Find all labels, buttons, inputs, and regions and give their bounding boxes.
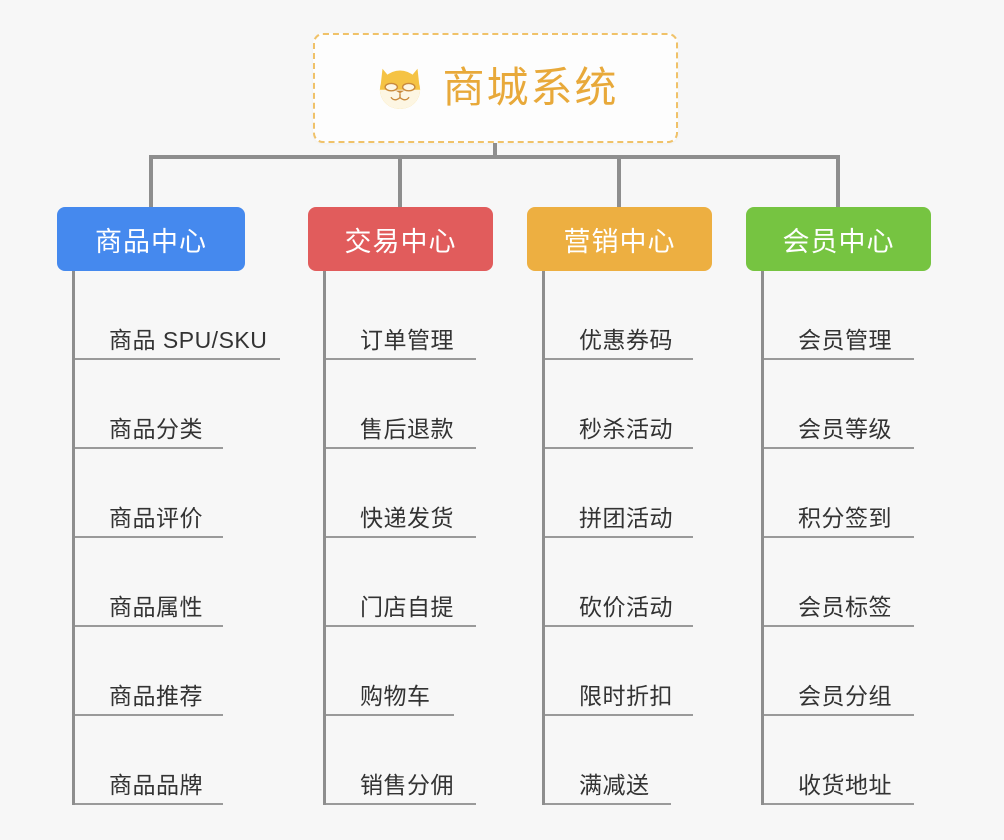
branch-drop-1 bbox=[398, 155, 402, 207]
leaf-underline bbox=[75, 625, 223, 627]
leaf-label: 会员分组 bbox=[798, 683, 892, 710]
leaf-underline bbox=[764, 803, 914, 805]
leaf-underline bbox=[326, 358, 476, 360]
leaf-node[interactable]: 秒杀活动 bbox=[545, 360, 703, 449]
leaf-node[interactable]: 收货地址 bbox=[764, 716, 924, 805]
leaf-label: 销售分佣 bbox=[360, 772, 454, 799]
distribution-bar bbox=[149, 155, 840, 159]
leaf-node[interactable]: 限时折扣 bbox=[545, 627, 703, 716]
category-label: 会员中心 bbox=[782, 226, 895, 257]
leaf-underline bbox=[75, 447, 223, 449]
category-label: 商品中心 bbox=[95, 226, 207, 257]
leaf-node[interactable]: 商品属性 bbox=[75, 538, 233, 627]
leaf-underline bbox=[545, 803, 671, 805]
category-node-4[interactable]: 会员中心 bbox=[746, 207, 931, 271]
leaf-underline bbox=[545, 358, 693, 360]
category-label: 营销中心 bbox=[563, 226, 676, 257]
category-node-1[interactable]: 商品中心 bbox=[57, 207, 245, 271]
leaf-underline bbox=[764, 625, 914, 627]
leaf-node[interactable]: 会员标签 bbox=[764, 538, 924, 627]
leaf-node[interactable]: 商品分类 bbox=[75, 360, 233, 449]
leaf-underline bbox=[326, 714, 454, 716]
leaf-underline bbox=[326, 536, 476, 538]
dog-face-icon bbox=[372, 60, 428, 116]
leaf-underline bbox=[545, 447, 693, 449]
leaf-label: 商品推荐 bbox=[109, 683, 203, 710]
leaf-label: 商品品牌 bbox=[109, 772, 203, 799]
leaf-label: 会员管理 bbox=[798, 327, 892, 354]
leaf-node[interactable]: 优惠券码 bbox=[545, 271, 703, 360]
leaf-node[interactable]: 商品推荐 bbox=[75, 627, 233, 716]
leaf-label: 商品 SPU/SKU bbox=[109, 327, 268, 354]
category-label: 交易中心 bbox=[344, 226, 457, 257]
leaf-underline bbox=[764, 714, 914, 716]
leaf-underline bbox=[326, 803, 476, 805]
leaf-label: 会员等级 bbox=[798, 416, 892, 443]
leaf-underline bbox=[75, 803, 223, 805]
leaf-label: 限时折扣 bbox=[579, 683, 673, 710]
leaf-node[interactable]: 满减送 bbox=[545, 716, 681, 805]
leaf-node[interactable]: 商品评价 bbox=[75, 449, 233, 538]
leaf-underline bbox=[75, 714, 223, 716]
leaf-spine bbox=[72, 271, 75, 805]
leaf-spine bbox=[323, 271, 326, 805]
branch-drop-2 bbox=[617, 155, 621, 207]
leaf-underline bbox=[75, 536, 223, 538]
leaf-underline bbox=[545, 625, 693, 627]
category-node-3[interactable]: 营销中心 bbox=[527, 207, 712, 271]
leaf-node[interactable]: 快递发货 bbox=[326, 449, 486, 538]
leaf-node[interactable]: 会员管理 bbox=[764, 271, 924, 360]
leaf-underline bbox=[545, 536, 693, 538]
leaf-node[interactable]: 砍价活动 bbox=[545, 538, 703, 627]
root-stem bbox=[493, 143, 497, 159]
root-node[interactable]: 商城系统 bbox=[313, 33, 678, 143]
leaf-label: 快递发货 bbox=[360, 505, 454, 532]
leaf-label: 商品分类 bbox=[109, 416, 203, 443]
leaf-node[interactable]: 订单管理 bbox=[326, 271, 486, 360]
leaf-label: 商品评价 bbox=[109, 505, 203, 532]
leaf-node[interactable]: 积分签到 bbox=[764, 449, 924, 538]
leaf-label: 秒杀活动 bbox=[579, 416, 673, 443]
leaf-label: 拼团活动 bbox=[579, 505, 673, 532]
leaf-label: 购物车 bbox=[360, 683, 431, 710]
leaf-node[interactable]: 售后退款 bbox=[326, 360, 486, 449]
leaf-label: 优惠券码 bbox=[579, 327, 673, 354]
category-node-2[interactable]: 交易中心 bbox=[308, 207, 493, 271]
leaf-node[interactable]: 商品品牌 bbox=[75, 716, 233, 805]
leaf-underline bbox=[326, 625, 476, 627]
leaf-node[interactable]: 销售分佣 bbox=[326, 716, 486, 805]
leaf-underline bbox=[545, 714, 693, 716]
leaf-label: 门店自提 bbox=[360, 594, 454, 621]
leaf-underline bbox=[326, 447, 476, 449]
leaf-underline bbox=[764, 536, 914, 538]
leaf-node[interactable]: 门店自提 bbox=[326, 538, 486, 627]
leaf-label: 满减送 bbox=[579, 772, 650, 799]
leaf-label: 收货地址 bbox=[798, 772, 892, 799]
leaf-label: 砍价活动 bbox=[579, 594, 673, 621]
leaf-label: 积分签到 bbox=[798, 505, 892, 532]
leaf-underline bbox=[764, 447, 914, 449]
leaf-label: 商品属性 bbox=[109, 594, 203, 621]
leaf-label: 订单管理 bbox=[360, 327, 454, 354]
leaf-spine bbox=[761, 271, 764, 805]
leaf-label: 会员标签 bbox=[798, 594, 892, 621]
leaf-node[interactable]: 商品 SPU/SKU bbox=[75, 271, 290, 360]
root-title: 商城系统 bbox=[442, 64, 619, 111]
leaf-underline bbox=[764, 358, 914, 360]
leaf-spine bbox=[542, 271, 545, 805]
leaf-node[interactable]: 拼团活动 bbox=[545, 449, 703, 538]
leaf-node[interactable]: 会员等级 bbox=[764, 360, 924, 449]
leaf-label: 售后退款 bbox=[360, 416, 454, 443]
leaf-underline bbox=[75, 358, 280, 360]
branch-drop-3 bbox=[836, 155, 840, 207]
leaf-node[interactable]: 购物车 bbox=[326, 627, 464, 716]
branch-drop-0 bbox=[149, 155, 153, 207]
leaf-node[interactable]: 会员分组 bbox=[764, 627, 924, 716]
